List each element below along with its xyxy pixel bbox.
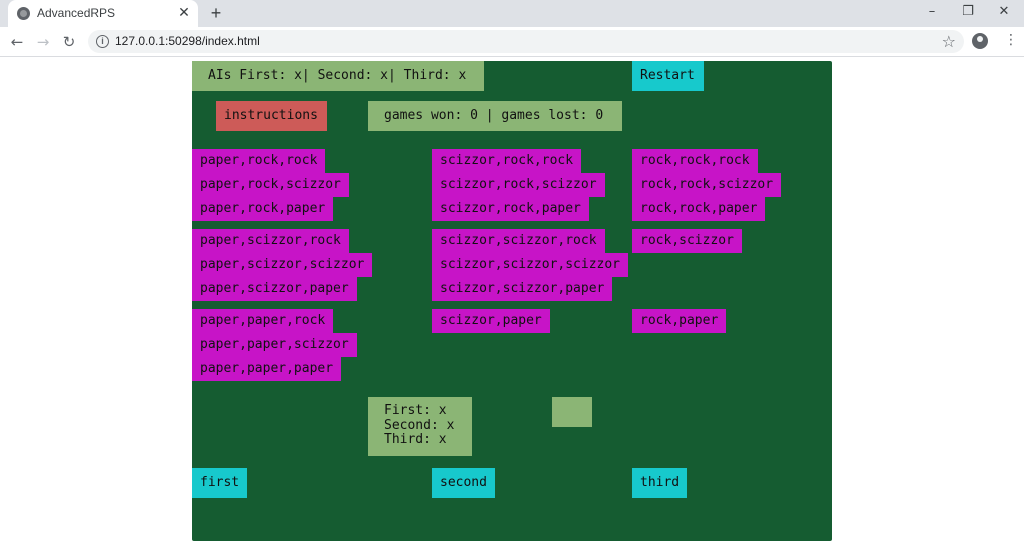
sequence-button[interactable]: rock,scizzor <box>632 229 742 253</box>
sequence-button[interactable]: paper,paper,paper <box>192 357 342 381</box>
sequence-button[interactable]: rock,rock,rock <box>632 149 758 173</box>
globe-icon <box>17 7 30 20</box>
sequence-button[interactable]: paper,paper,scizzor <box>192 333 357 357</box>
close-window-button[interactable]: ✕ <box>998 4 1010 19</box>
third-button[interactable]: third <box>632 468 688 498</box>
ai-choices-label: AIs First: x| Second: x| Third: x <box>192 61 484 91</box>
first-button[interactable]: first <box>192 468 248 498</box>
sequence-button[interactable]: paper,rock,scizzor <box>192 173 349 197</box>
instructions-button[interactable]: instructions <box>216 101 327 131</box>
restart-button[interactable]: Restart <box>632 61 704 91</box>
sequence-button[interactable]: scizzor,rock,scizzor <box>432 173 605 197</box>
sequence-button[interactable]: paper,scizzor,paper <box>192 277 357 301</box>
profile-icon[interactable] <box>972 33 988 49</box>
minimize-window-button[interactable]: – <box>928 4 936 19</box>
tab-title: AdvancedRPS <box>37 6 116 20</box>
info-icon[interactable]: i <box>96 35 109 48</box>
sequence-button[interactable]: scizzor,paper <box>432 309 550 333</box>
sequence-button[interactable]: paper,scizzor,rock <box>192 229 349 253</box>
restore-window-button[interactable]: ❐ <box>962 4 974 19</box>
sequence-button[interactable]: scizzor,scizzor,paper <box>432 277 613 301</box>
sequence-button[interactable]: scizzor,rock,paper <box>432 197 589 221</box>
game-canvas: AIs First: x| Second: x| Third: x Restar… <box>192 61 832 541</box>
sequence-button[interactable]: paper,paper,rock <box>192 309 334 333</box>
tab-strip: AdvancedRPS ✕ + – ❐ ✕ <box>0 0 1024 27</box>
sequence-button[interactable]: paper,scizzor,scizzor <box>192 253 373 277</box>
score-display: games won: 0 | games lost: 0 <box>368 101 622 131</box>
ai-status-panel: First: x Second: x Third: x <box>368 397 472 456</box>
sequence-button[interactable]: scizzor,scizzor,scizzor <box>432 253 629 277</box>
second-button[interactable]: second <box>432 468 495 498</box>
sequence-button[interactable]: paper,rock,paper <box>192 197 334 221</box>
address-bar[interactable]: i 127.0.0.1:50298/index.html ☆ <box>88 30 964 53</box>
forward-icon[interactable]: → <box>36 33 50 51</box>
browser-tab[interactable]: AdvancedRPS ✕ <box>8 0 198 27</box>
new-tab-button[interactable]: + <box>210 3 222 23</box>
sequence-button[interactable]: rock,rock,scizzor <box>632 173 782 197</box>
sequence-button[interactable]: scizzor,rock,rock <box>432 149 582 173</box>
sequence-button[interactable]: rock,rock,paper <box>632 197 766 221</box>
sequence-button[interactable]: rock,paper <box>632 309 727 333</box>
result-swatch <box>552 397 592 427</box>
sequence-button[interactable]: paper,rock,rock <box>192 149 326 173</box>
sequence-button[interactable]: scizzor,scizzor,rock <box>432 229 605 253</box>
close-tab-icon[interactable]: ✕ <box>178 4 190 20</box>
url-text[interactable]: 127.0.0.1:50298/index.html <box>115 34 260 48</box>
reload-icon[interactable]: ↻ <box>62 33 76 51</box>
browser-toolbar: ← → ↻ i 127.0.0.1:50298/index.html ☆ <box>0 27 1024 57</box>
bookmark-star-icon[interactable]: ☆ <box>941 32 956 51</box>
menu-icon[interactable]: ⋮ <box>1004 32 1018 48</box>
back-icon[interactable]: ← <box>10 33 24 51</box>
